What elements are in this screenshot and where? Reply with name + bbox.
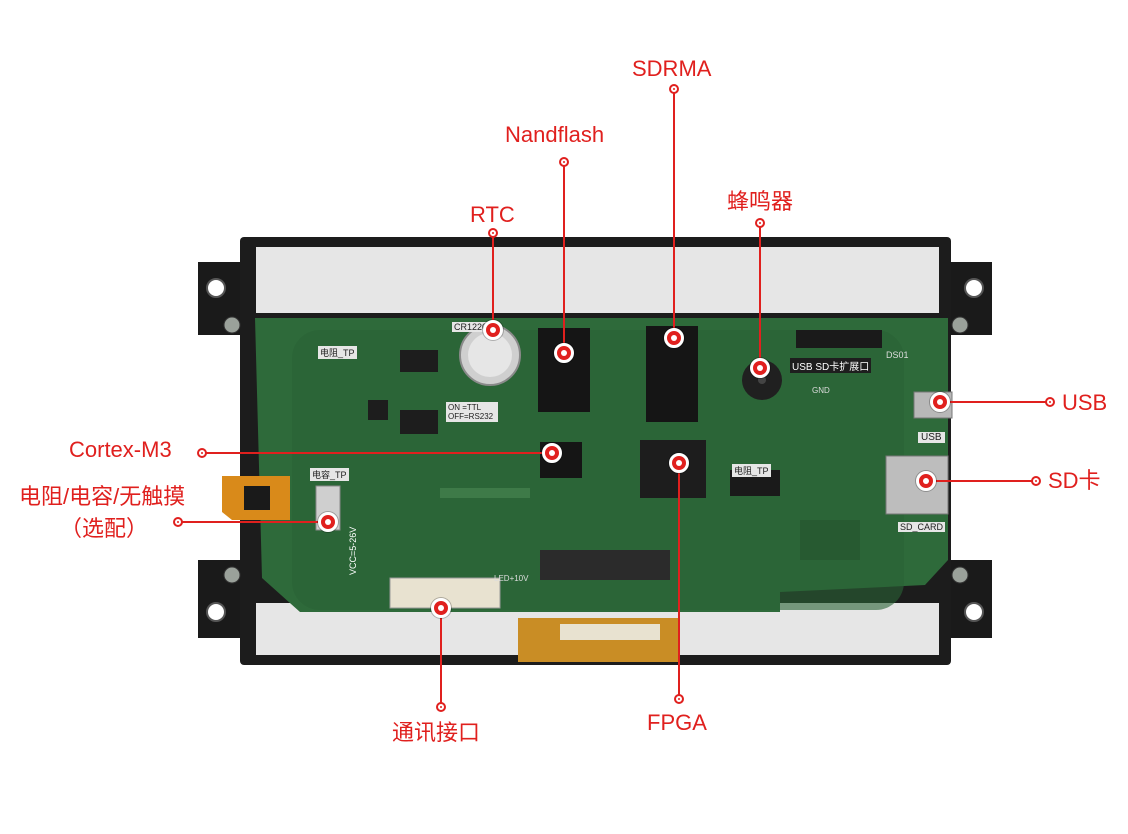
board-text-led: LED+10V [494, 574, 529, 583]
callout-dot-usb [1045, 397, 1055, 407]
callout-dot-rtc [488, 228, 498, 238]
marker-cortex [542, 443, 562, 463]
marker-sdrma [664, 328, 684, 348]
label-rtc: RTC [470, 202, 515, 227]
lcd-connector [540, 550, 670, 580]
mounting-bracket-bottom-right [945, 560, 992, 638]
callout-dot-fpga [674, 694, 684, 704]
callout-line-comm [440, 608, 442, 706]
callout-line-cortex [204, 452, 552, 454]
marker-fpga [669, 453, 689, 473]
label-nandflash: Nandflash [505, 122, 605, 147]
label-sdrma: SDRMA [632, 56, 712, 81]
marker-sdcard [916, 471, 936, 491]
marker-rtc [483, 320, 503, 340]
label-cortex: Cortex-M3 [69, 437, 172, 462]
board-text-tp3: 电阻_TP [732, 464, 771, 477]
label-resistor-line2: （选配） [60, 516, 149, 541]
board-text-tp2: 电容_TP [310, 468, 349, 481]
screw-tr [951, 316, 969, 334]
callout-dot-cortex [197, 448, 207, 458]
board-text-dsi: DS01 [886, 350, 909, 360]
board-text-usb: USB [918, 432, 945, 443]
callout-dot-buzzer [755, 218, 765, 228]
label-usb: USB [1062, 390, 1108, 415]
callout-line-resistor [180, 521, 328, 523]
board-text-tp1: 电阻_TP [318, 346, 357, 359]
callout-line-nandflash [563, 165, 565, 353]
board-text-ttl: ON =TTL OFF=RS232 [446, 402, 498, 422]
mounting-bracket-top-right [945, 262, 992, 335]
callout-line-sdrma [673, 92, 675, 338]
screw-br [951, 566, 969, 584]
label-resistor-line1: 电阻/电容/无触摸 [19, 484, 186, 509]
label-sd-card: SD卡 [1048, 468, 1101, 493]
marker-comm [431, 598, 451, 618]
callout-line-rtc [492, 236, 494, 330]
marker-resistor [318, 512, 338, 532]
label-buzzer: 蜂鸣器 [727, 189, 794, 214]
board-text-cr1220: CR1220 [452, 322, 490, 332]
marker-usb [930, 392, 950, 412]
label-fpga: FPGA [647, 710, 707, 735]
usb-sd-header [796, 330, 882, 348]
board-text-usb-sd: USB SD卡扩展口 [790, 358, 872, 373]
screw-tl [223, 316, 241, 334]
callout-line-fpga [678, 463, 680, 699]
callout-dot-resistor [173, 517, 183, 527]
board-text-vcc: VCC=5-26V [348, 526, 358, 575]
callout-line-buzzer [759, 226, 761, 368]
board-text-sd-card: SD_CARD [898, 522, 946, 532]
callout-line-usb [950, 401, 1050, 403]
callout-line-sdcard [936, 480, 1036, 482]
callout-dot-comm [436, 702, 446, 712]
board-text-gnd: GND [812, 386, 830, 395]
marker-buzzer [750, 358, 770, 378]
screw-bl [223, 566, 241, 584]
callout-dot-sdrma [669, 84, 679, 94]
callout-dot-sdcard [1031, 476, 1041, 486]
label-comm: 通讯接口 [392, 720, 481, 745]
foam-strip-top [256, 247, 939, 313]
marker-nandflash [554, 343, 574, 363]
callout-dot-nandflash [559, 157, 569, 167]
